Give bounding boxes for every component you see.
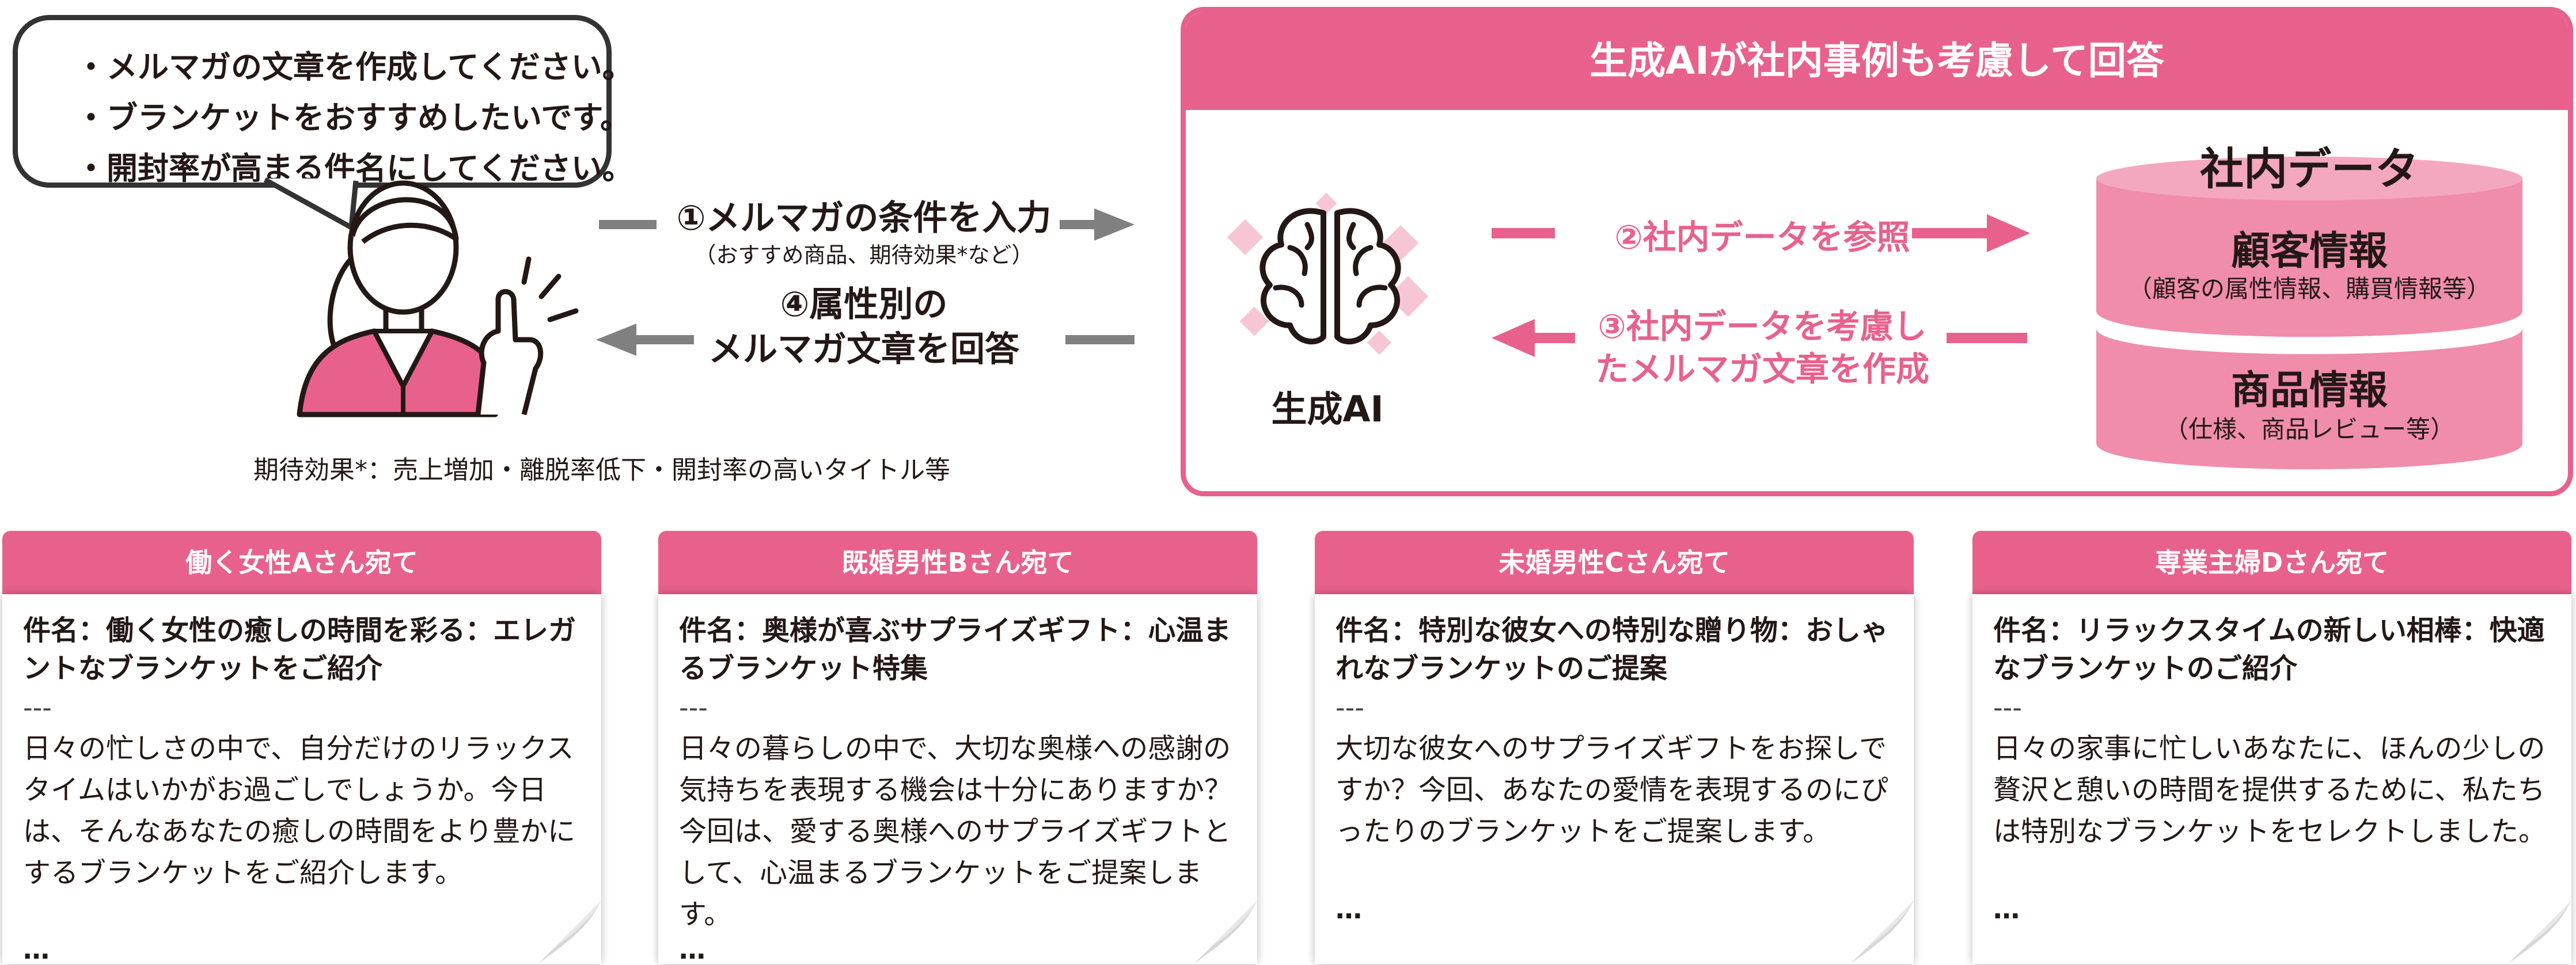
card-body: 件名：リラックスタイムの新しい相棒：快適なブランケットのご紹介 --- 日々の家… xyxy=(1972,594,2571,964)
card-body: 件名：奥様が喜ぶサプライズギフト：心温まるブランケット特集 --- 日々の暮らし… xyxy=(658,594,1257,965)
request-line: ・ブランケットをおすすめしたいです。 xyxy=(75,100,631,136)
woman-user-icon xyxy=(297,180,579,417)
arrow-right-gray xyxy=(599,208,1135,241)
step3-label-line: たメルマガ文章を作成 xyxy=(1595,349,1929,389)
page-curl-icon xyxy=(1850,901,1914,964)
step4-label: ④属性別の メルマガ文章を回答 xyxy=(680,282,1048,372)
step4-label-line: メルマガ文章を回答 xyxy=(708,329,1019,370)
card-ellipsis: … xyxy=(679,934,705,965)
request-line: ・メルマガの文章を作成してください。 xyxy=(75,49,633,85)
card-ellipsis: … xyxy=(1993,894,2020,925)
db-title: 社内データ xyxy=(2200,143,2419,195)
page-curl-icon xyxy=(1194,901,1257,964)
speech-bubble: ・メルマガの文章を作成してください。 ・ブランケットをおすすめしたいです。 ・開… xyxy=(13,15,633,188)
card-text: 日々の暮らしの中で、大切な奥様への感謝の気持ちを表現する機会は十分にありますか？… xyxy=(679,732,1232,930)
step3-label-line: ③社内データを考慮し xyxy=(1598,307,1927,346)
footnote: 期待効果*：売上増加・離脱率低下・開封率の高いタイトル等 xyxy=(253,455,950,485)
card-subject: 件名：奥様が喜ぶサプライズギフト：心温まるブランケット特集 xyxy=(679,614,1231,685)
db-customer-title: 顧客情報 xyxy=(2230,229,2388,274)
card-ellipsis: … xyxy=(23,934,50,965)
card-header: 既婚男性Bさん宛て xyxy=(658,531,1257,594)
card-text: 日々の家事に忙しいあなたに、ほんの少しの贅沢と憩いの時間を提供するために、私たち… xyxy=(1993,732,2547,848)
panel-title: 生成AIが社内事例も考慮して回答 xyxy=(1186,12,2568,110)
step4-label-line: ④属性別の xyxy=(780,284,948,325)
email-card: 既婚男性Bさん宛て 件名：奥様が喜ぶサプライズギフト：心温まるブランケット特集 … xyxy=(658,531,1257,965)
step1-label: ①メルマガの条件を入力 xyxy=(676,198,1052,238)
card-header: 未婚男性Cさん宛て xyxy=(1315,531,1914,594)
email-card: 働く女性Aさん宛て 件名：働く女性の癒しの時間を彩る：エレガントなブランケットを… xyxy=(2,531,601,965)
card-header: 専業主婦Dさん宛て xyxy=(1972,531,2571,594)
step1-sublabel: （おすすめ商品、期待効果*など） xyxy=(694,242,1034,268)
brain-icon xyxy=(1227,192,1429,355)
arrow-right-pink xyxy=(1492,214,2030,252)
arrow-left-gray xyxy=(596,324,1135,356)
step3-label: ③社内データを考慮し たメルマガ文章を作成 xyxy=(1555,305,1970,390)
card-subject: 件名：リラックスタイムの新しい相棒：快適なブランケットのご紹介 xyxy=(1993,614,2545,685)
card-separator: --- xyxy=(1336,692,1364,723)
card-body: 件名：働く女性の癒しの時間を彩る：エレガントなブランケットをご紹介 --- 日々… xyxy=(2,594,601,965)
ai-label: 生成AI xyxy=(1271,388,1384,430)
db-product-sub: （仕様、商品レビュー等） xyxy=(2164,415,2454,443)
page-curl-icon xyxy=(538,901,601,964)
card-separator: --- xyxy=(1993,692,2022,723)
database-cylinder-icon xyxy=(2096,157,2522,469)
card-subject: 件名：働く女性の癒しの時間を彩る：エレガントなブランケットをご紹介 xyxy=(23,614,576,685)
card-separator: --- xyxy=(679,692,708,723)
arrow-left-pink xyxy=(1492,319,2027,357)
db-product-title: 商品情報 xyxy=(2230,368,2388,413)
card-separator: --- xyxy=(23,692,52,723)
email-card: 専業主婦Dさん宛て 件名：リラックスタイムの新しい相棒：快適なブランケットのご紹… xyxy=(1972,531,2571,964)
card-text: 日々の忙しさの中で、自分だけのリラックスタイムはいかがお過ごしでしょうか。今日は… xyxy=(23,732,576,889)
page-curl-icon xyxy=(2508,901,2571,964)
email-card: 未婚男性Cさん宛て 件名：特別な彼女への特別な贈り物：おしゃれなブランケットのご… xyxy=(1315,531,1914,964)
card-subject: 件名：特別な彼女への特別な贈り物：おしゃれなブランケットのご提案 xyxy=(1336,614,1889,685)
request-list: ・メルマガの文章を作成してください。 ・ブランケットをおすすめしたいです。 ・開… xyxy=(75,42,633,194)
step2-label: ②社内データを参照 xyxy=(1614,218,1910,257)
card-body: 件名：特別な彼女への特別な贈り物：おしゃれなブランケットのご提案 --- 大切な… xyxy=(1315,594,1914,964)
card-header: 働く女性Aさん宛て xyxy=(2,531,601,594)
card-text: 大切な彼女へのサプライズギフトをお探しですか？今回、あなたの愛情を表現するのにぴ… xyxy=(1336,732,1889,848)
db-customer-sub: （顧客の属性情報、購買情報等） xyxy=(2127,275,2491,303)
card-ellipsis: … xyxy=(1336,894,1362,925)
